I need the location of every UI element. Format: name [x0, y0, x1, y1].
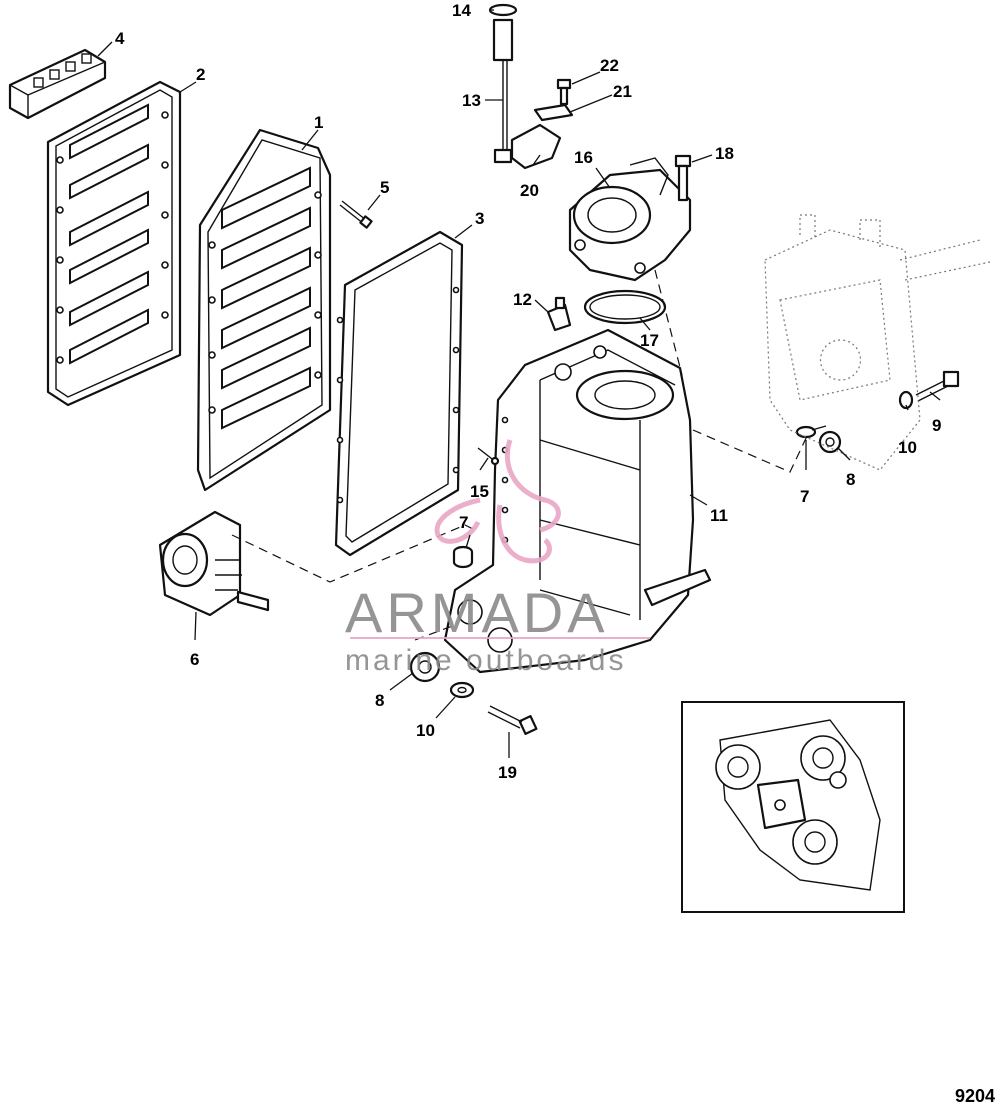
callout-22: 22 [600, 56, 619, 75]
reference-engine-block-ghost [764, 214, 991, 471]
part-6-pump [158, 510, 270, 617]
callout-12: 12 [513, 290, 532, 309]
part-9-bolt-right [915, 370, 960, 402]
callout-20: 20 [520, 181, 539, 200]
callout-4: 4 [115, 29, 125, 48]
callout-1: 1 [314, 113, 323, 132]
callout-15: 15 [470, 482, 489, 501]
part-15-screw [477, 447, 500, 466]
part-18-bolt [674, 154, 692, 202]
callout-16: 16 [574, 148, 593, 167]
callout-9: 9 [932, 416, 941, 435]
callout-6: 6 [190, 650, 199, 669]
inset-detail-box [681, 701, 905, 913]
callout-8-lower: 8 [375, 691, 384, 710]
part-21-clip [533, 103, 574, 122]
callout-21: 21 [613, 82, 632, 101]
part-10-washer-right [898, 390, 914, 410]
part-8-grommet-lower [409, 651, 441, 683]
callout-7-left: 7 [459, 513, 468, 532]
part-5-screw [339, 200, 373, 229]
gasket-slots [69, 103, 149, 365]
callout-2: 2 [196, 65, 205, 84]
part-2-gasket-plate [46, 80, 182, 407]
part-12-elbow-fitting [546, 296, 572, 332]
callout-8-right: 8 [846, 470, 855, 489]
callout-18: 18 [715, 144, 734, 163]
part-17-o-ring [583, 289, 667, 325]
watermark-tagline: marine outboards [345, 644, 626, 677]
part-3-gasket [334, 230, 464, 557]
gasket-bolt-holes [56, 111, 169, 364]
reed-plate-openings [221, 166, 311, 430]
callout-7-right: 7 [800, 487, 809, 506]
watermark-brand: ARMADA [345, 581, 609, 644]
part-7-bushing-left [452, 545, 474, 569]
reed-plate-holes [208, 191, 322, 414]
part-4-reed-block [8, 48, 107, 120]
callout-5: 5 [380, 178, 389, 197]
part-10-washer-lower [449, 681, 475, 699]
gasket-3-holes [336, 286, 460, 504]
watermark: ARMADA marine outboards [345, 439, 650, 677]
callout-labels: 14 13 4 2 1 5 3 22 21 16 18 20 12 17 15 … [115, 1, 941, 782]
part-16-throttle-body [568, 157, 692, 282]
callout-13: 13 [462, 91, 481, 110]
part-8-grommet-right [818, 430, 842, 454]
callout-10-right: 10 [898, 438, 917, 457]
part-20-sensor [510, 123, 562, 170]
part-11-intake-manifold [443, 328, 712, 674]
callout-19: 19 [498, 763, 517, 782]
part-1-reed-plate [196, 128, 332, 492]
callout-14: 14 [452, 1, 471, 20]
callout-10-lower: 10 [416, 721, 435, 740]
callout-17: 17 [640, 331, 659, 350]
part-19-bolt [487, 705, 538, 735]
callout-3: 3 [475, 209, 484, 228]
watermark-logo-mark [434, 439, 561, 564]
leader-lines [97, 9, 941, 758]
part-22-screw [556, 78, 572, 106]
figure-number: 9204 [955, 1086, 995, 1106]
callout-11: 11 [710, 506, 728, 525]
